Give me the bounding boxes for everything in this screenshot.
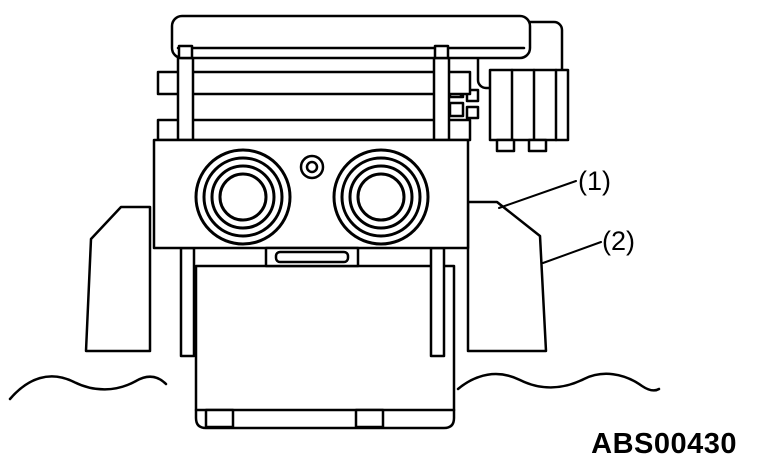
unit-body: [194, 264, 456, 430]
mounting-post-right: [432, 54, 451, 142]
lower-rail: [156, 118, 472, 142]
callout-leader-2: [542, 241, 602, 264]
mounting-post-left: [176, 54, 195, 142]
callout-leader-1: [498, 180, 577, 209]
connector-terminal: [448, 101, 465, 118]
pump-port-right: [332, 148, 430, 246]
lower-post-right: [429, 246, 446, 358]
connector-terminal: [465, 105, 480, 120]
connector-terminal: [465, 88, 480, 103]
unit-body-tab-left: [204, 408, 235, 429]
bolt-head-left: [177, 44, 194, 60]
callout-label-2: (2): [602, 226, 635, 256]
hydraulic-block: [152, 138, 470, 268]
cover-outline: [170, 14, 532, 60]
upper-rail: [156, 70, 472, 96]
body-panel-cutline-left: [8, 375, 168, 401]
lower-post-left: [179, 246, 196, 358]
center-port: [299, 154, 325, 180]
pump-port-left: [194, 148, 292, 246]
unit-body-outline: [194, 264, 456, 430]
figure-code: ABS00430: [591, 428, 737, 460]
body-panel-cutline-right: [456, 372, 661, 392]
ecu-cover: [170, 14, 532, 60]
connector-pin: [527, 138, 548, 153]
block-lower-connector: [264, 246, 360, 268]
mounting-bracket-left: [84, 205, 152, 353]
bolt-head-right: [433, 44, 450, 60]
connector-pin: [495, 138, 516, 153]
unit-body-tab-right: [354, 408, 385, 429]
mounting-bracket-right: [466, 200, 548, 353]
support-frame: [156, 54, 472, 142]
callout-label-1: (1): [578, 166, 611, 196]
